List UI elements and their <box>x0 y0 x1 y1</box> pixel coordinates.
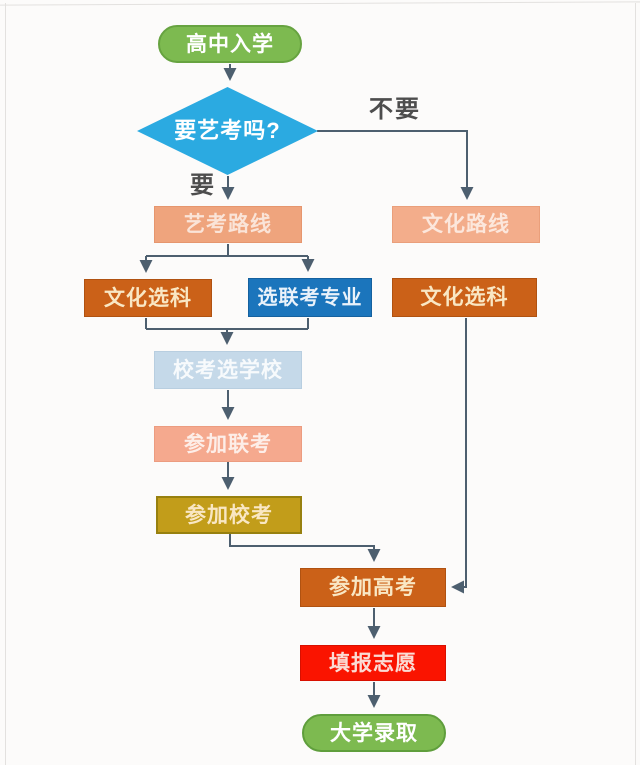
node-take-gaokao: 参加高考 <box>300 568 446 607</box>
node-take-joint-exam: 参加联考 <box>154 426 302 462</box>
node-school-exam-pick-school: 校考选学校 <box>154 351 302 389</box>
node-take-school-exam: 参加校考 <box>156 496 302 534</box>
edge-art-route-split <box>146 244 308 257</box>
node-culture-subjects-left: 文化选科 <box>84 279 212 317</box>
node-fill-preferences: 填报志愿 <box>300 645 446 681</box>
edge-merge-lines <box>145 318 309 330</box>
photo-left-edge <box>5 3 6 765</box>
node-start: 高中入学 <box>158 25 302 63</box>
edge-label-no: 不要 <box>369 96 421 123</box>
edge-culturesubjects-gaokao <box>451 318 467 594</box>
node-joint-exam-major: 选联考专业 <box>248 278 372 317</box>
node-university-admission: 大学录取 <box>302 714 446 752</box>
edge-decision-culture-route <box>317 130 474 200</box>
edge-label-yes: 要 <box>190 172 216 199</box>
node-art-route: 艺考路线 <box>154 206 302 243</box>
node-culture-subjects-right: 文化选科 <box>392 278 537 317</box>
node-culture-route: 文化路线 <box>392 206 540 243</box>
photo-right-edge <box>635 3 636 765</box>
edge-schoolexam-gaokao <box>229 534 381 562</box>
